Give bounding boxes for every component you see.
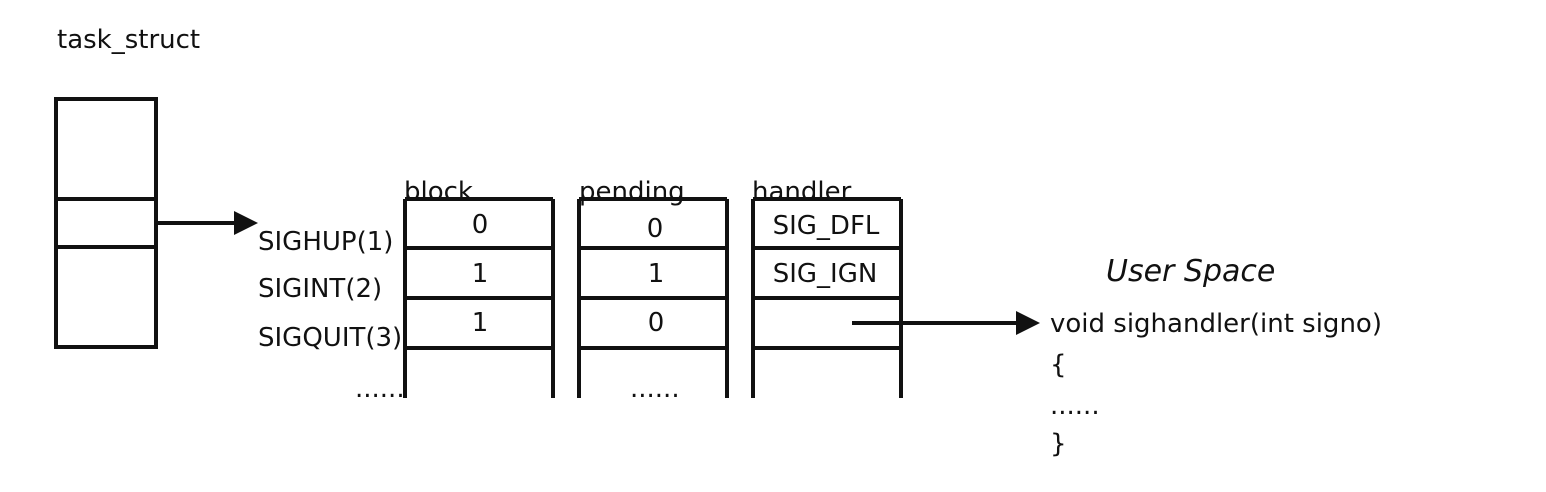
- code-line-3: ......: [1050, 391, 1100, 421]
- handler-cell-2: SIG_IGN: [773, 259, 878, 289]
- block-header: block: [404, 177, 473, 207]
- block-cell-3: 1: [472, 308, 489, 338]
- handler-cell-1: SIG_DFL: [773, 211, 880, 241]
- task-to-signals-arrow: [156, 211, 258, 235]
- block-cell-1: 0: [472, 210, 489, 240]
- code-line-1: void sighandler(int signo): [1050, 309, 1382, 339]
- signal-label-more: ......: [355, 374, 405, 404]
- block-cell-2: 1: [472, 259, 489, 289]
- user-space-title: User Space: [1106, 254, 1275, 289]
- code-line-2: {: [1050, 350, 1067, 380]
- task-struct-box: [54, 97, 158, 349]
- pending-header: pending: [579, 177, 685, 207]
- block-table: [403, 197, 555, 398]
- pending-table: [577, 197, 729, 398]
- pending-cell-2: 1: [648, 259, 665, 289]
- handler-header: handler: [752, 177, 852, 207]
- pending-cell-3: 0: [648, 308, 665, 338]
- pending-more: ......: [630, 374, 680, 404]
- handler-to-userspace-arrow: [852, 311, 1040, 335]
- code-line-4: }: [1050, 429, 1067, 459]
- signal-label-sigquit: SIGQUIT(3): [258, 323, 402, 353]
- task-struct-label: task_struct: [57, 25, 200, 55]
- signal-label-sighup: SIGHUP(1): [258, 227, 393, 257]
- handler-table: [751, 197, 903, 398]
- signal-label-sigint: SIGINT(2): [258, 274, 382, 304]
- pending-cell-1: 0: [647, 214, 664, 244]
